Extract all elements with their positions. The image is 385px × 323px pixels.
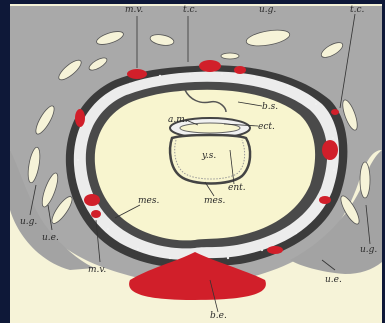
label-ys: y.s. xyxy=(201,151,216,161)
label-ue-left: u.e. xyxy=(42,233,59,243)
label-mv-left: m.v. xyxy=(88,265,106,275)
label-be: b.e. xyxy=(210,311,227,321)
label-ug-right: u.g. xyxy=(360,245,377,255)
label-ect: ect. xyxy=(258,122,275,132)
label-my: m.v. xyxy=(125,5,143,15)
label-am: a.m. xyxy=(168,115,188,125)
label-ug-top: u.g. xyxy=(259,5,276,15)
label-ug-left: u.g. xyxy=(20,217,37,227)
label-mes-left: mes. xyxy=(138,196,159,206)
label-mes-center: mes. xyxy=(204,196,225,206)
label-tc-right: t.c. xyxy=(350,5,365,15)
label-tc-left: t.c. xyxy=(183,5,198,15)
label-bs: b.s. xyxy=(262,102,278,112)
label-ue-right: u.e. xyxy=(325,275,342,285)
label-ent: ent. xyxy=(228,183,246,193)
